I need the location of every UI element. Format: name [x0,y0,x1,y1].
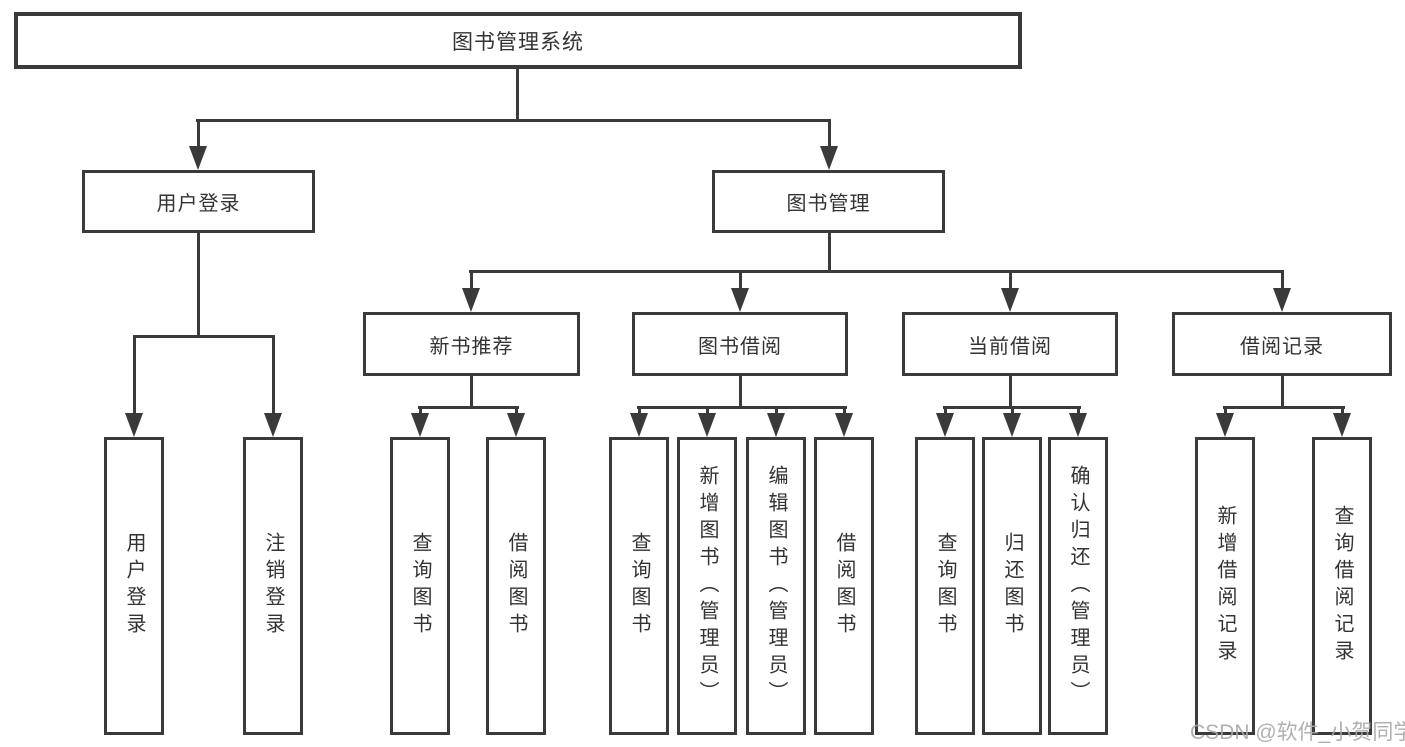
arrow-down-icon [125,413,143,437]
connector-segment [843,406,846,415]
leaf-label: 注销登录 [262,532,284,640]
node-leaf-add-book-admin: 新增图书（管理员） [677,437,737,735]
arrow-down-icon [411,413,429,437]
leaf-label: 确认归还（管理员） [1067,464,1089,708]
connector-segment [706,406,709,415]
leaf-label: 查询图书 [409,532,431,640]
arrow-down-icon [630,413,648,437]
arrow-down-icon [264,413,282,437]
leaf-label: 编辑图书（管理员） [765,464,787,708]
connector-segment [1281,270,1284,290]
node-new-book-recommend: 新书推荐 [363,312,580,376]
connector-segment [638,406,641,415]
node-library-system: 图书管理系统 [14,12,1022,69]
connector-segment [739,376,742,409]
node-leaf-add-borrow-record: 新增借阅记录 [1195,437,1255,735]
node-book-management: 图书管理 [712,170,945,233]
node-leaf-query-book-borrowing: 查询图书 [609,437,669,735]
connector-segment [469,270,1283,273]
csdn-watermark: CSDN @软件_小贺同学 [1190,721,1405,744]
connector-segment [133,335,136,415]
arrow-down-icon [1333,413,1351,437]
connector-segment [196,119,831,122]
arrow-down-icon [767,413,785,437]
leaf-label: 查询借阅记录 [1331,505,1353,667]
node-leaf-confirm-return-admin: 确认归还（管理员） [1048,437,1108,735]
connector-segment [197,233,200,338]
node-leaf-query-book-current: 查询图书 [915,437,975,735]
node-leaf-edit-book-admin: 编辑图书（管理员） [746,437,806,735]
connector-segment [470,376,473,409]
node-leaf-logout: 注销登录 [243,437,303,735]
connector-segment [516,68,519,121]
connector-segment [419,406,422,415]
leaf-label: 归还图书 [1001,532,1023,640]
node-book-borrowing: 图书借阅 [632,312,848,376]
arrow-down-icon [1003,413,1021,437]
arrow-down-icon [1216,413,1234,437]
leaf-label: 借阅图书 [833,532,855,640]
connector-segment [133,335,275,338]
leaf-label: 新增图书（管理员） [696,464,718,708]
leaf-label: 借阅图书 [505,532,527,640]
arrow-down-icon [698,413,716,437]
connector-segment [1011,406,1014,415]
arrow-down-icon [835,413,853,437]
arrow-down-icon [1001,288,1019,312]
arrow-down-icon [820,146,838,170]
node-leaf-borrow-book: 借阅图书 [814,437,874,735]
connector-segment [197,119,200,148]
connector-segment [515,406,518,415]
node-leaf-borrow-book-recommend: 借阅图书 [486,437,546,735]
arrow-down-icon [1069,413,1087,437]
connector-segment [637,406,847,409]
node-borrow-records: 借阅记录 [1172,312,1392,376]
connector-segment [418,406,519,409]
connector-segment [272,335,275,415]
leaf-label: 查询图书 [628,532,650,640]
leaf-label: 新增借阅记录 [1214,505,1236,667]
node-leaf-query-borrow-record: 查询借阅记录 [1312,437,1372,735]
connector-segment [775,406,778,415]
connector-segment [944,406,947,415]
connector-segment [1223,406,1345,409]
arrow-down-icon [189,146,207,170]
connector-segment [1077,406,1080,415]
connector-segment [828,119,831,148]
connector-segment [1224,406,1227,415]
connector-segment [1281,376,1284,409]
connector-segment [1009,376,1012,409]
node-user-login: 用户登录 [82,170,315,233]
connector-segment [739,270,742,290]
node-leaf-user-login: 用户登录 [104,437,164,735]
connector-segment [470,270,473,290]
arrow-down-icon [936,413,954,437]
arrow-down-icon [731,288,749,312]
arrow-down-icon [507,413,525,437]
node-leaf-return-book: 归还图书 [982,437,1042,735]
node-current-borrowing: 当前借阅 [902,312,1118,376]
arrow-down-icon [462,288,480,312]
node-leaf-query-book-recommend: 查询图书 [390,437,450,735]
connector-segment [1009,270,1012,290]
connector-segment [1341,406,1344,415]
arrow-down-icon [1273,288,1291,312]
leaf-label: 查询图书 [934,532,956,640]
connector-segment [828,233,831,273]
leaf-label: 用户登录 [123,532,145,640]
